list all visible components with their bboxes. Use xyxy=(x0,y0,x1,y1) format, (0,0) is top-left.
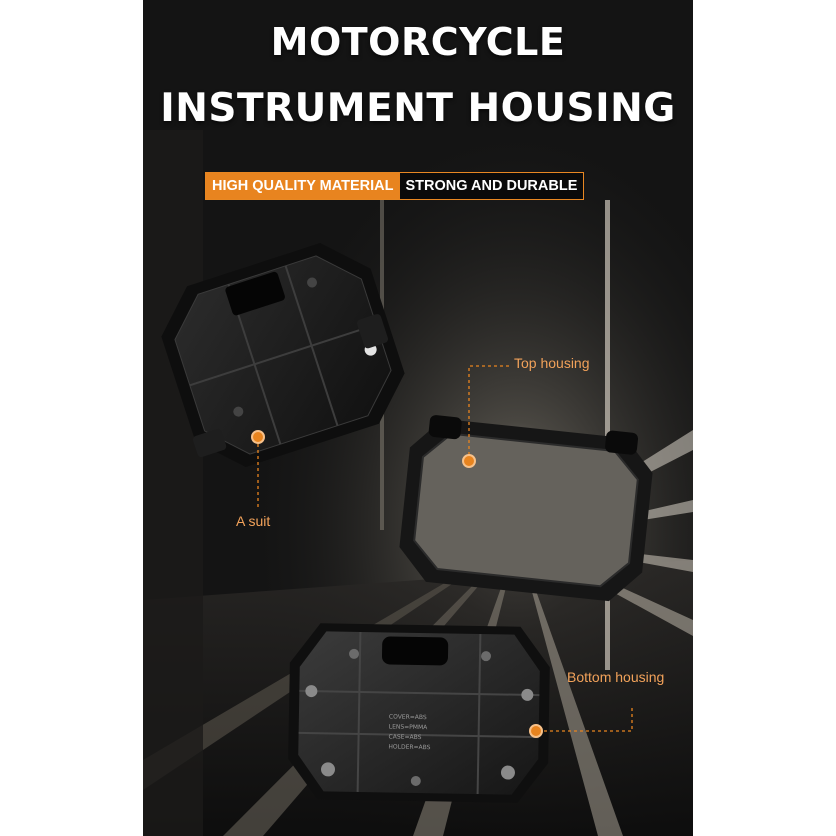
marking-line1: COVER=ABS xyxy=(389,713,427,721)
callout-suit-pointer xyxy=(251,430,265,507)
badge-right-text: STRONG AND DURABLE xyxy=(399,173,584,199)
callout-a-suit: A suit xyxy=(236,513,271,529)
title-line-2: INSTRUMENT HOUSING xyxy=(160,86,676,131)
product-scene: COVER=ABS LENS=PMMA CASE=ABS HOLDER=ABS xyxy=(143,0,693,836)
marking-line4: HOLDER=ABS xyxy=(388,743,430,751)
callout-top-housing: Top housing xyxy=(514,355,590,371)
housing-assembled xyxy=(161,243,405,467)
callout-bottom-housing: Bottom housing xyxy=(567,669,665,685)
callout-top-pointer xyxy=(462,365,509,468)
housing-top-frame xyxy=(399,415,653,602)
feature-badge: HIGH QUALITY MATERIAL STRONG AND DURABLE xyxy=(205,172,585,200)
marking-line2: LENS=PMMA xyxy=(389,723,429,731)
callout-bottom-pointer xyxy=(529,705,633,738)
housing-bottom-case: COVER=ABS LENS=PMMA CASE=ABS HOLDER=ABS xyxy=(288,623,550,803)
product-poster: COVER=ABS LENS=PMMA CASE=ABS HOLDER=ABS … xyxy=(143,0,693,836)
marking-line3: CASE=ABS xyxy=(389,733,422,741)
badge-left-text: HIGH QUALITY MATERIAL xyxy=(206,173,400,199)
pillar-left xyxy=(143,130,203,836)
title-line-1: MOTORCYCLE xyxy=(270,20,566,64)
